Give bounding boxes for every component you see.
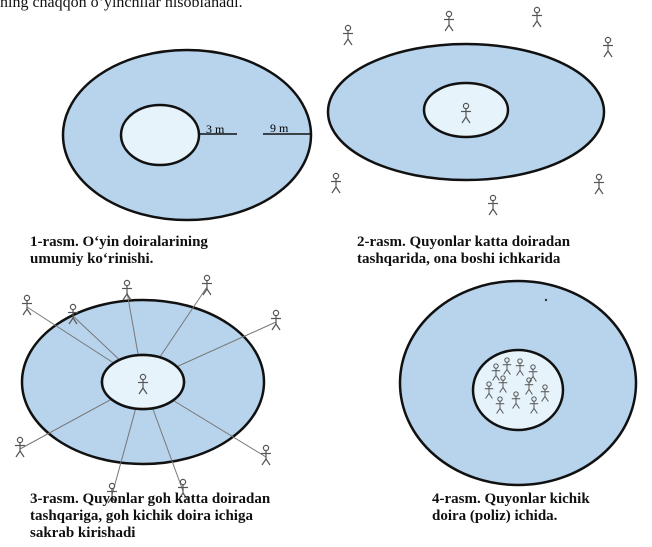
rabbit-figure [138, 373, 148, 395]
caption-figure-3: 3-rasm. Quyonlar goh katta doiradan tash… [30, 491, 270, 542]
rabbit-figure [511, 391, 521, 409]
caption-figure-4-line-1: 4-rasm. Quyonlar kichik [432, 491, 590, 507]
rabbit-figure [532, 6, 542, 28]
caption-figure-3-line-1: 3-rasm. Quyonlar goh katta doiradan [30, 491, 271, 507]
caption-figure-3-line-2: tashqariga, goh kichik doira ichiga [30, 508, 253, 524]
rabbit-figure [122, 279, 132, 301]
caption-figure-2: 2-rasm. Quyonlar katta doiradan tashqari… [357, 234, 570, 268]
rabbit-figure [444, 10, 454, 32]
rabbit-figure [107, 482, 117, 504]
rabbit-figure [488, 194, 498, 216]
stray-dot [544, 298, 548, 302]
caption-figure-1: 1-rasm. O‘yin doiralarining umumiy ko‘ri… [30, 234, 208, 268]
rabbit-figure [603, 36, 613, 58]
figure-2-circles [326, 6, 613, 216]
rabbit-figure [515, 358, 525, 376]
caption-figure-1-line-1: 1-rasm. O‘yin doiralarining [30, 234, 208, 250]
caption-figure-3-line-3: sakrab kirishadi [30, 525, 136, 541]
caption-figure-2-line-1: 2-rasm. Quyonlar katta doiradan [357, 234, 571, 250]
rabbit-figure [331, 172, 341, 194]
rabbit-figure [498, 375, 508, 393]
rabbit-figure [495, 396, 505, 414]
rabbit-figure [15, 436, 25, 458]
radius-label-inner: 3 m [206, 122, 225, 136]
rabbit-figure [524, 377, 534, 395]
rabbit-figure [178, 478, 188, 500]
rabbit-figure [68, 303, 78, 325]
caption-figure-1-line-2: umumiy ko‘rinishi. [30, 251, 154, 267]
inner-circle [119, 103, 201, 167]
caption-figure-2-line-2: tashqarida, ona boshi ichkarida [357, 251, 561, 267]
rabbit-figure [343, 24, 353, 46]
rabbit-figure [261, 444, 271, 466]
caption-figure-4: 4-rasm. Quyonlar kichik doira (poliz) ic… [432, 491, 590, 525]
rabbit-figure [502, 357, 512, 375]
rabbit-figure [461, 102, 471, 124]
figure-3-circles [15, 274, 281, 504]
rabbit-figure [491, 363, 501, 381]
rabbit-figure [484, 381, 494, 399]
radius-label-outer: 9 m [270, 121, 289, 135]
rabbit-figure [202, 274, 212, 296]
rabbit-figure [529, 396, 539, 414]
rabbit-figure [22, 294, 32, 316]
figure-4-circles [398, 279, 638, 487]
caption-figure-4-line-2: doira (poliz) ichida. [432, 508, 558, 524]
rabbit-figure [540, 384, 550, 402]
top-text-fragment: ning chaqqon o‘yinchilar hisoblanadi. [0, 0, 243, 11]
figure-1-circles [61, 48, 313, 222]
rabbit-figure [271, 309, 281, 331]
rabbit-figure [594, 173, 604, 195]
